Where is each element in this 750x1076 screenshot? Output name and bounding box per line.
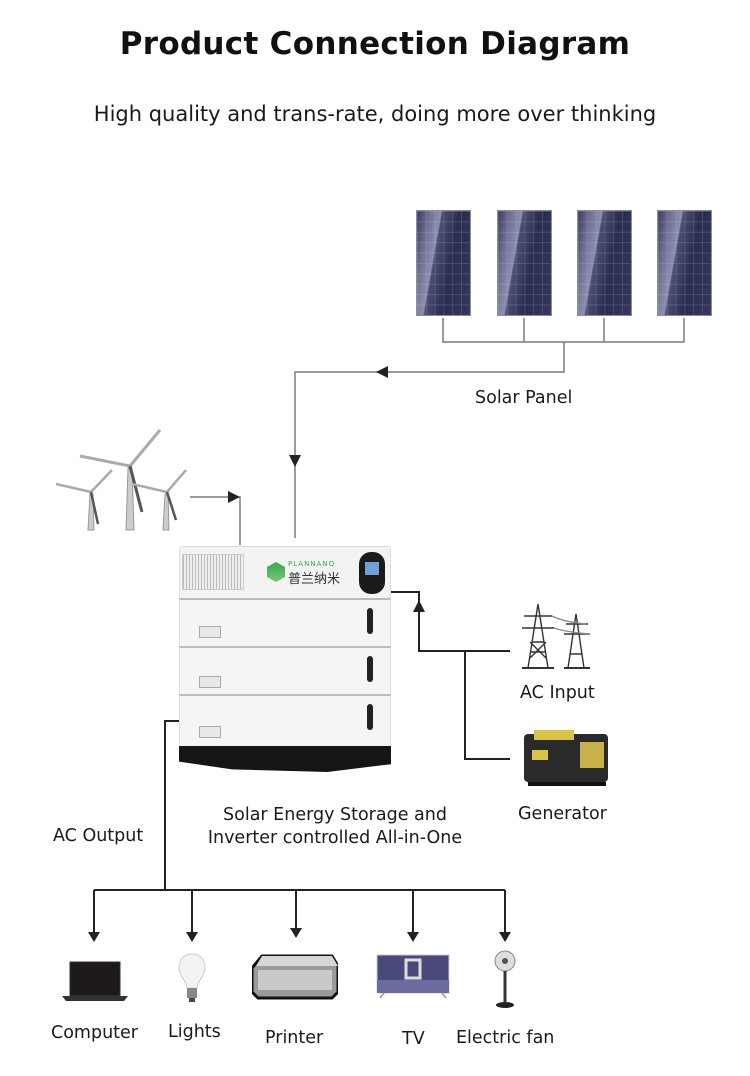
vent-grille <box>182 554 244 590</box>
tv-icon <box>376 954 450 999</box>
load-label-tv: TV <box>402 1029 425 1049</box>
solar-panel-icon <box>577 210 632 316</box>
electric-fan-icon <box>494 950 516 1008</box>
printer-icon <box>252 954 338 1000</box>
brand-name-cn: 普兰纳米 <box>288 572 341 587</box>
central-unit-label: Solar Energy Storage and Inverter contro… <box>207 805 463 848</box>
solar-panel-icon <box>657 210 712 316</box>
wind-turbine-icon <box>55 429 187 531</box>
ac-input-label: AC Input <box>520 683 595 703</box>
energy-storage-unit: PLANNANO 普兰纳米 <box>179 546 391 786</box>
load-label-computer: Computer <box>51 1023 138 1043</box>
generator-icon <box>524 728 610 788</box>
solar-panel-icon <box>497 210 552 316</box>
power-tower-icon <box>522 603 591 669</box>
brand-name-en: PLANNANO <box>288 560 336 568</box>
page-subtitle: High quality and trans-rate, doing more … <box>93 102 657 126</box>
solar-panel-label: Solar Panel <box>475 388 573 408</box>
laptop-icon <box>62 961 128 1001</box>
load-label-printer: Printer <box>265 1028 324 1048</box>
load-label-electric-fan: Electric fan <box>456 1028 555 1048</box>
display-screen <box>359 552 385 594</box>
brand-logo-icon <box>267 562 285 582</box>
load-label-lights: Lights <box>168 1022 221 1042</box>
ac-output-label: AC Output <box>53 826 144 846</box>
page-title: Product Connection Diagram <box>119 26 631 62</box>
generator-label: Generator <box>518 804 607 824</box>
light-bulb-icon <box>178 953 206 1002</box>
solar-panel-icon <box>416 210 471 316</box>
